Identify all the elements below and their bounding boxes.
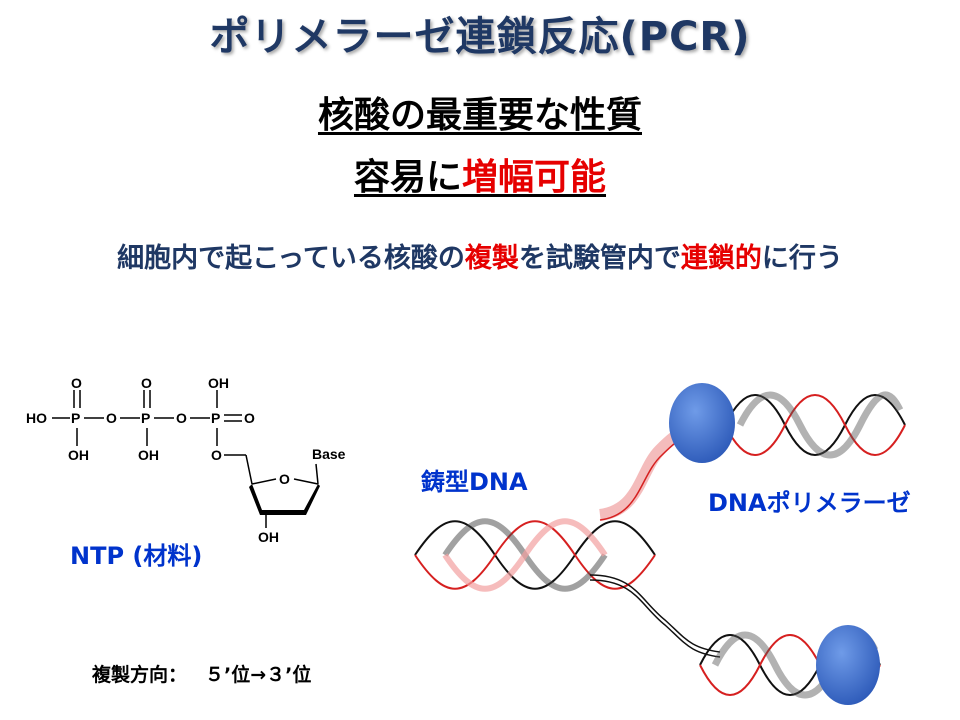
headline-line2-prefix: 容易に	[353, 157, 462, 198]
atom-ho: HO	[26, 410, 47, 426]
atom-base: Base	[312, 446, 346, 462]
atom-oh-top: OH	[208, 375, 229, 391]
polymerase-lower	[816, 625, 880, 705]
atom-o2: O	[176, 410, 187, 426]
atom-oh-ring: OH	[258, 529, 279, 545]
atom-o3: O	[244, 410, 255, 426]
description-part1: 細胞内で起こっている核酸の	[117, 243, 465, 274]
headline-line1-text: 核酸の最重要な性質	[317, 95, 642, 136]
atom-p3: P	[211, 410, 220, 426]
headline-line2-wrap: 容易に増幅可能	[354, 157, 606, 198]
pcr-replication-diagram	[414, 383, 906, 705]
atom-o1: O	[106, 410, 117, 426]
polymerase-upper	[669, 383, 735, 463]
replication-direction: 複製方向： ５’位→３’位	[92, 660, 311, 687]
ntp-caption: NTP (材料)	[70, 542, 203, 570]
atom-oh-bottom1: OH	[68, 447, 89, 463]
atom-p1: P	[71, 410, 80, 426]
template-dna-label: 鋳型DNA	[421, 468, 528, 496]
atom-o-top1: O	[71, 375, 82, 391]
atom-o-top2: O	[141, 375, 152, 391]
ntp-structure-diagram: HO P O P O P O O O OH OH OH O O Base OH	[26, 375, 346, 545]
description-part3: に行う	[761, 243, 843, 274]
direction-value: ５’位→３’位	[205, 664, 312, 686]
headline-line2: 容易に増幅可能	[0, 148, 960, 200]
direction-label: 複製方向：	[92, 664, 188, 686]
atom-o-ring: O	[279, 471, 290, 487]
atom-p2: P	[141, 410, 150, 426]
template-helix	[414, 518, 656, 592]
atom-oh-bottom2: OH	[138, 447, 159, 463]
upper-daughter-helix	[724, 391, 906, 459]
headline-line2-highlight: 増幅可能	[462, 157, 607, 198]
slide-title: ポリメラーゼ連鎖反応(PCR)	[209, 14, 751, 60]
atom-o-bottom3: O	[211, 447, 222, 463]
headline-line1: 核酸の最重要な性質	[0, 86, 960, 138]
description-highlight1: 複製	[464, 243, 519, 274]
description-part2: を試験管内で	[518, 243, 681, 274]
polymerase-label: DNAポリメラーゼ	[708, 489, 911, 517]
description: 細胞内で起こっている核酸の複製を試験管内で連鎖的に行う	[0, 236, 960, 275]
description-highlight2: 連鎖的	[680, 243, 762, 274]
